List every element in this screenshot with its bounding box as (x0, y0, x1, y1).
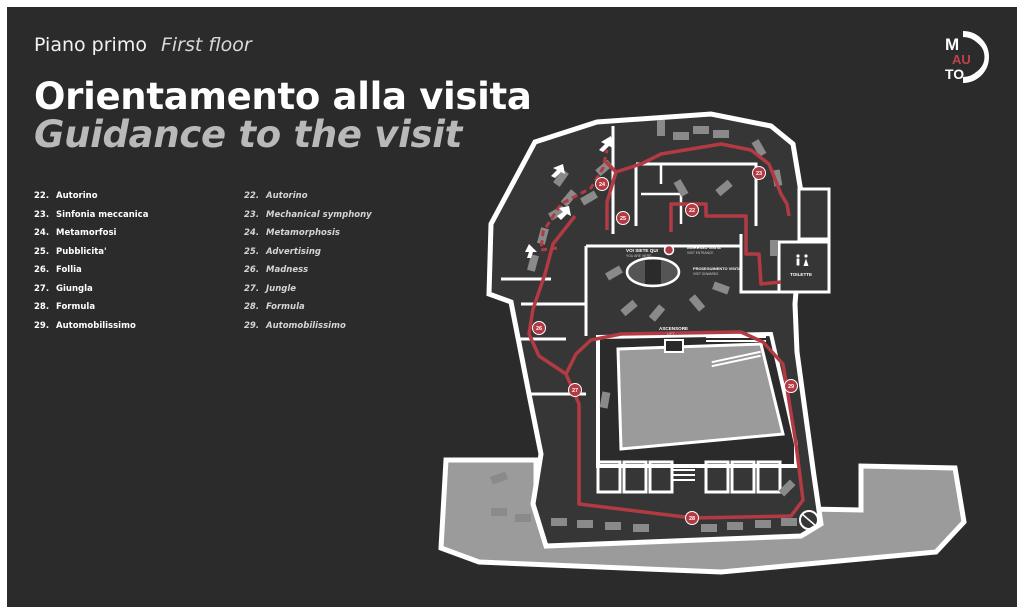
arrow-icon (551, 164, 565, 178)
legend-item: 22.Autorino (34, 191, 98, 201)
toilet-room (777, 240, 831, 294)
page-title: Orientamento alla visita (34, 75, 532, 118)
legend-item: 26.Follia (34, 265, 82, 275)
legend-item: 27.Giungla (34, 283, 93, 294)
floor-label-it: Piano primo (34, 34, 147, 56)
marker-23: 23 (752, 166, 766, 180)
legend-item: 24.Metamorfosi (34, 228, 117, 238)
marker-29: 29 (784, 379, 798, 393)
map-panel: Piano primo First floor Orientamento alla… (7, 7, 1017, 607)
legend-item: 29.Automobilissimo (34, 320, 136, 331)
floor-plan-map: VOI SIETE QUI YOU ARE HERE INGRESSO VISI… (438, 111, 967, 575)
legend-item: 25.Pubblicita' (34, 246, 107, 257)
svg-text:TOILETTE: TOILETTE (790, 272, 812, 277)
svg-text:ASCENSORE: ASCENSORE (659, 326, 688, 331)
marker-26: 26 (532, 321, 546, 335)
arrow-icon (525, 244, 537, 258)
svg-text:VOI SIETE QUI: VOI SIETE QUI (626, 248, 658, 253)
svg-text:M: M (945, 35, 959, 54)
legend-italian: 22.Autorino 23.Sinfonia meccanica 24.Met… (34, 191, 148, 339)
svg-text:27: 27 (572, 388, 578, 394)
dashed-route (539, 149, 609, 252)
legend-item: 24.Metamorphosis (244, 228, 340, 238)
svg-text:26: 26 (536, 326, 542, 332)
svg-text:23: 23 (756, 171, 762, 177)
svg-text:TO: TO (945, 66, 964, 82)
svg-text:25: 25 (620, 216, 626, 222)
svg-text:LIFT: LIFT (667, 332, 675, 336)
direction-arrows (525, 136, 613, 258)
svg-text:INGRESSO VISITA: INGRESSO VISITA (687, 245, 721, 250)
legend-item: 28.Formula (244, 302, 305, 312)
svg-text:PROSEGUIMENTO VISITA: PROSEGUIMENTO VISITA (693, 266, 741, 271)
lift (664, 339, 684, 353)
svg-text:VISIT ONWARDS: VISIT ONWARDS (693, 272, 718, 276)
marker-22: 22 (685, 203, 699, 217)
arrow-icon (557, 206, 571, 220)
toilet-icon (796, 254, 809, 266)
you-are-here-marker (663, 244, 675, 256)
legend-item: 23.Sinfonia meccanica (34, 209, 149, 220)
floor-label-en: First floor (160, 34, 252, 56)
marker-27: 27 (568, 383, 582, 397)
marker-24: 24 (595, 177, 609, 191)
visit-route (527, 142, 805, 520)
floor-heading: Piano primo First floor (34, 34, 252, 56)
legend-item: 26.Madness (244, 265, 309, 275)
arrow-icon (599, 136, 613, 152)
legend-item: 22.Autorino (244, 191, 308, 201)
legend-item: 25.Advertising (244, 246, 321, 257)
stairs-icon (673, 336, 766, 481)
legend-item: 23.Mechanical symphony (244, 209, 372, 220)
page-subtitle: Guidance to the visit (34, 113, 462, 156)
svg-text:24: 24 (599, 182, 606, 188)
marker-28: 28 (685, 511, 699, 525)
marker-25: 25 (616, 211, 630, 225)
legend-english: 22.Autorino 23.Mechanical symphony 24.Me… (244, 191, 372, 339)
legend-item: 28.Formula (34, 302, 96, 312)
svg-text:22: 22 (689, 208, 695, 214)
svg-text:28: 28 (689, 516, 695, 522)
legend-item: 29.Automobilissimo (244, 320, 346, 331)
legend-item: 27.Jungle (244, 283, 297, 294)
svg-text:YOU ARE HERE: YOU ARE HERE (626, 254, 652, 258)
svg-text:AU: AU (952, 52, 971, 67)
svg-text:29: 29 (788, 384, 794, 390)
svg-text:VISIT ENTRANCE: VISIT ENTRANCE (687, 251, 713, 255)
mauto-logo: M AU TO (945, 31, 989, 83)
